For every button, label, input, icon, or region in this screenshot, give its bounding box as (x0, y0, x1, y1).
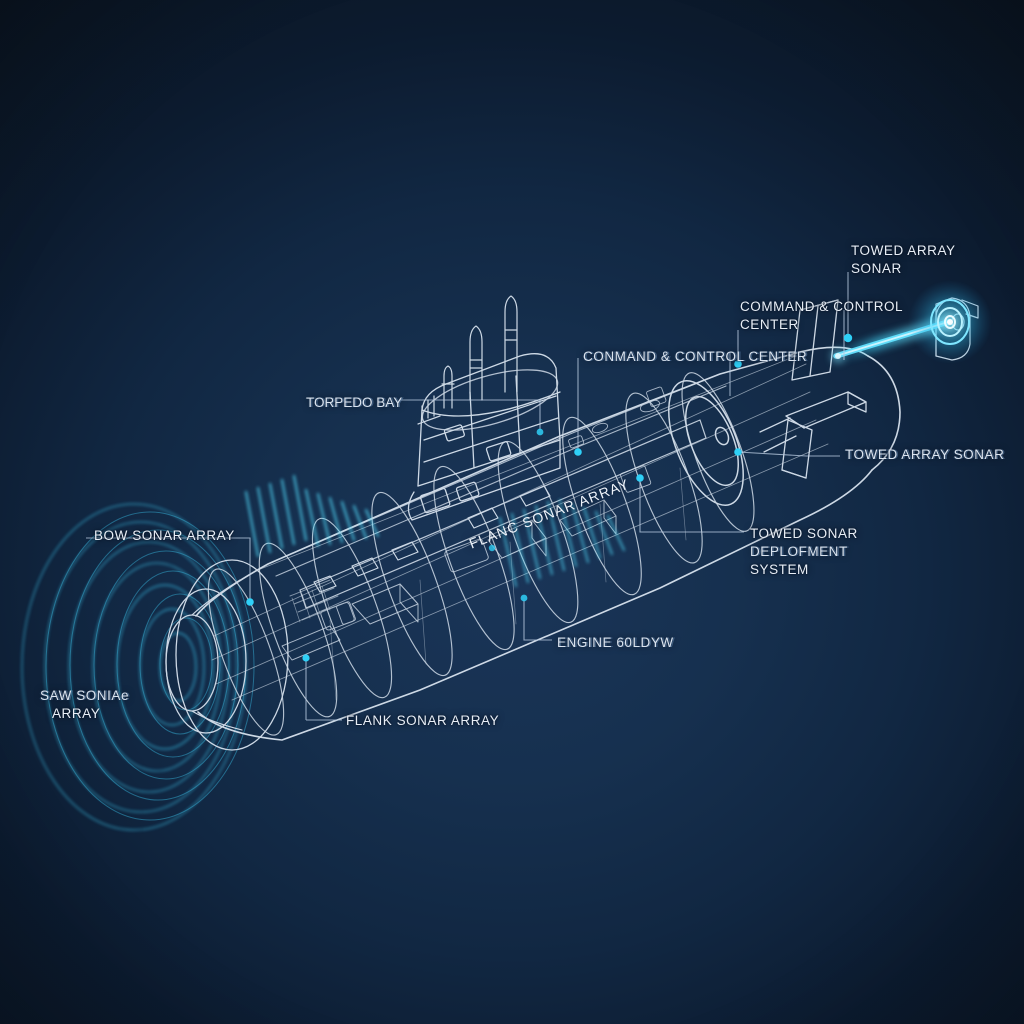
towed-array-pod (908, 280, 992, 364)
stern-control-surfaces (759, 299, 867, 479)
label-towed-array-sonar-stern: TOWED ARRAY SONAR (845, 447, 1005, 462)
leader-towed-deployment-b (639, 480, 726, 533)
aft-bulkhead (668, 380, 744, 506)
leader-bow-sonar (86, 537, 251, 600)
label-command-control-center-line2: CENTER (740, 316, 799, 332)
bow-sonar-waves (21, 503, 255, 831)
label-towed-array-sonar: TOWED ARRAY (851, 243, 956, 258)
periscopes-and-masts (417, 295, 518, 425)
label-towed-sonar-deployment-line3: SYSTEM (750, 562, 809, 577)
torpedo-bay-internals (281, 579, 356, 661)
leader-engine-room (523, 600, 552, 641)
flank-sonar-beam-hatching (244, 474, 626, 588)
leader-anchor-dots (246, 333, 853, 662)
label-saw-sonar-array-line2: ARRAY (52, 706, 101, 721)
flank-sonar-panel (299, 419, 707, 609)
label-towed-array-sonar-line2: SONAR (851, 260, 902, 276)
label-torpedo-bay: TORPEDO BAY (306, 395, 403, 410)
leader-torpedo-bay (400, 399, 541, 430)
hull-frame-rings (207, 372, 755, 736)
label-flank-sonar-array: FLANK SONAR ARRAY (346, 713, 500, 728)
leader-lines (86, 272, 849, 721)
hull-stringers (211, 355, 829, 701)
label-saw-sonar-array: SAW SONIAe (40, 688, 130, 703)
conning-tower-sail (407, 353, 561, 521)
hull-fittings (568, 386, 667, 449)
label-towed-sonar-deployment-line2: DEPLOFMENT (750, 544, 848, 559)
label-command-control-center-duplicate: CONMAND & CONTROL CENTER (583, 349, 808, 364)
label-engine-room: ENGINE 60LDYW (557, 635, 674, 650)
hull-plating (329, 467, 687, 701)
label-bow-sonar-array: BOW SONAR ARRAY (94, 528, 235, 543)
leader-towed-array-right-b (737, 451, 807, 457)
label-towed-sonar-deployment-system: TOWED SONAR (750, 526, 858, 541)
label-command-control-center: COMMAND & CONTROL (740, 299, 904, 314)
